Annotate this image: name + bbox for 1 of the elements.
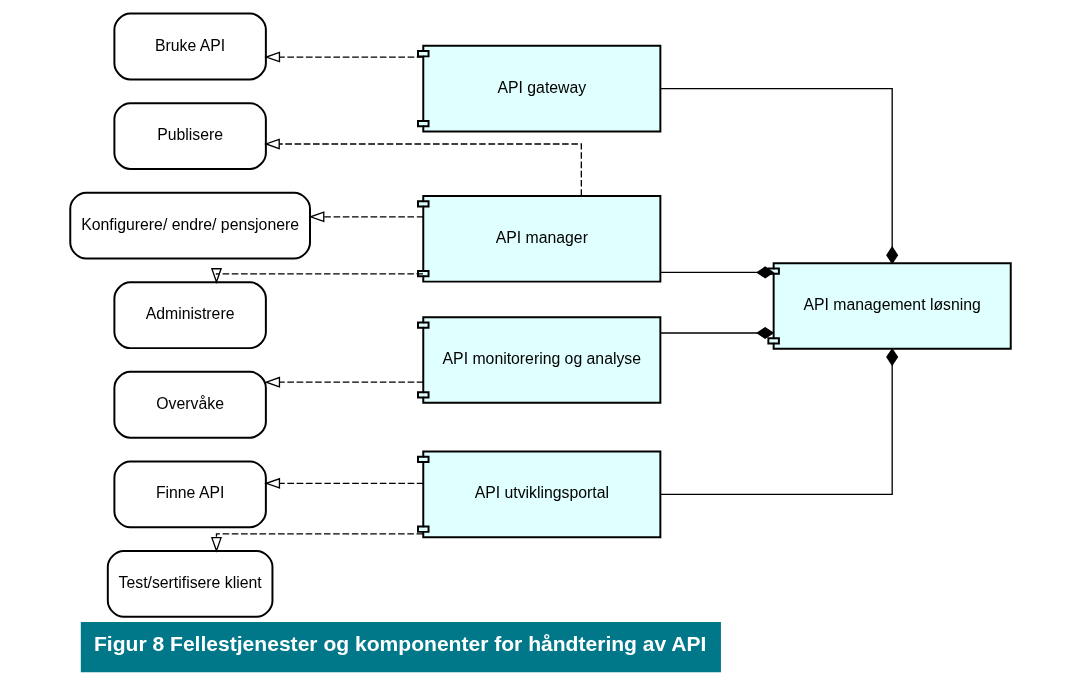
caption: Figur 8 Fellestjenester og komponenter for håndtering av API: [93, 631, 706, 655]
